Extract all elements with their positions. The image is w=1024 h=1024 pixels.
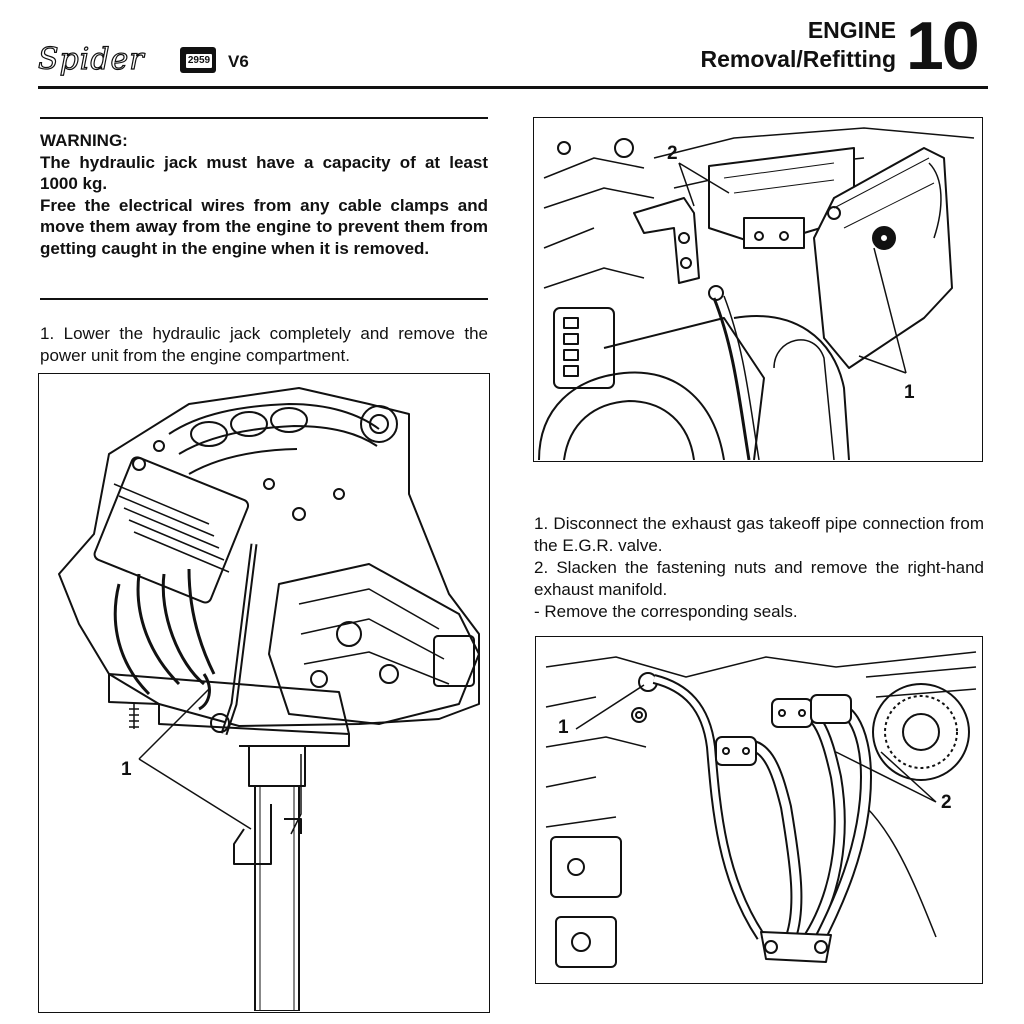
header-divider — [38, 86, 988, 89]
engine-on-jack-figure: 1 — [38, 373, 490, 1013]
callout-2-manifold: 2 — [941, 792, 952, 813]
section-number: 10 — [906, 8, 980, 84]
left-step-text: 1. Lower the hydraulic jack completely a… — [40, 324, 488, 365]
warning-block: WARNING: The hydraulic jack must have a … — [40, 130, 488, 259]
right-step-1: 1. Disconnect the exhaust gas takeoff pi… — [534, 514, 984, 555]
callout-1-heat-shield: 1 — [904, 382, 915, 403]
warning-wires-text: Free the electrical wires from any cable… — [40, 195, 488, 258]
exhaust-manifold-figure: 1 2 — [535, 636, 983, 984]
right-steps-text: 1. Disconnect the exhaust gas takeoff pi… — [534, 513, 984, 623]
right-step-2: 2. Slacken the fastening nuts and remove… — [534, 558, 984, 599]
callout-1-manifold: 1 — [558, 717, 569, 738]
heat-shield-figure: 2 1 — [533, 117, 983, 462]
engine-label: V6 — [228, 52, 249, 71]
warning-top-rule — [40, 117, 488, 119]
engine-badge-code: 2959 — [185, 53, 213, 69]
engine-badge-icon: 2959 — [177, 44, 219, 76]
section-title: ENGINE Removal/Refitting — [700, 16, 896, 74]
callout-2-heat-shield: 2 — [667, 143, 678, 164]
section-title-line2: Removal/Refitting — [700, 46, 896, 72]
warning-bottom-rule — [40, 298, 488, 300]
right-step-3: - Remove the corresponding seals. — [534, 602, 798, 621]
section-title-line1: ENGINE — [807, 17, 896, 43]
warning-jack-text: The hydraulic jack must have a capacity … — [40, 152, 488, 194]
callout-1-engine-figure: 1 — [121, 759, 132, 780]
warning-heading: WARNING: — [40, 131, 128, 150]
brand-logo: Spider — [37, 41, 145, 77]
